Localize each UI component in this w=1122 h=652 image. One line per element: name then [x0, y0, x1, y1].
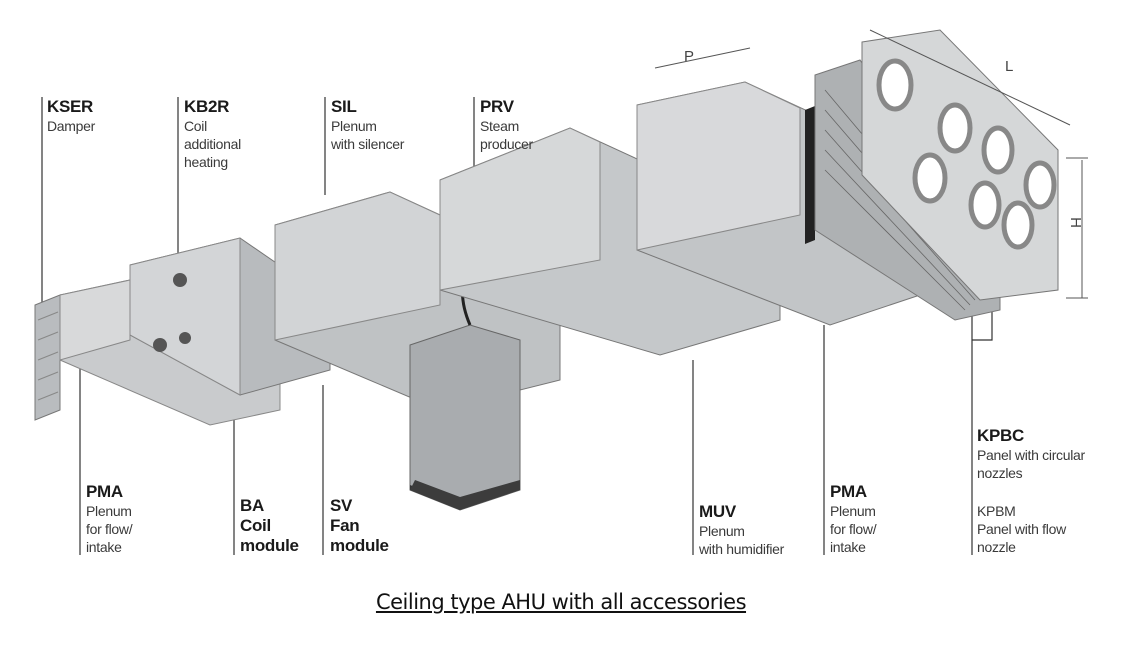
label-text: BA [240, 496, 264, 515]
label-sil: SIL Plenum with silencer [331, 97, 404, 153]
muv-unit [439, 127, 781, 356]
label-text: PRV [480, 97, 514, 116]
label-text: Fan [330, 516, 360, 535]
label-kb2r: KB2R Coil additional heating [184, 97, 241, 171]
label-code: KSER [47, 97, 94, 116]
label-text: with humidifier [699, 541, 784, 557]
label-text: Plenum [86, 503, 132, 519]
label-text: with silencer [331, 136, 405, 152]
label-prv: PRV Steam producer [480, 97, 533, 153]
label-text: MUV [699, 502, 736, 521]
label-pma-left: PMA Plenum for flow/intake [86, 482, 133, 556]
label-text: PMA [830, 482, 867, 501]
label-text: KB2R [184, 97, 230, 116]
label-text: module [330, 536, 389, 555]
label-text: intake [830, 539, 866, 555]
label-text: KPBC [977, 426, 1024, 445]
label-kpbc: KPBC Panel with circular nozzles [977, 426, 1085, 482]
label-text: for flow/ [86, 521, 133, 537]
label-text: intake [86, 539, 122, 555]
label-text: heating [184, 154, 228, 170]
dimension-l: L [1005, 58, 1014, 75]
label-text: Damper [47, 118, 95, 134]
label-text: additional [184, 136, 241, 152]
label-text: producer [480, 136, 533, 152]
label-text: nozzles [977, 465, 1023, 481]
dimension-lines [654, 29, 1088, 299]
label-text: Coil [184, 118, 207, 134]
label-muv: MUV Plenum with humidifier [699, 502, 784, 558]
label-text: Coil [240, 516, 271, 535]
prv-steam-producer [409, 264, 521, 511]
label-pma-right: PMA Plenum for flow/intake [830, 482, 877, 556]
label-text: Panel with circular [977, 447, 1085, 463]
label-text: for flow/ [830, 521, 877, 537]
label-text: PMA [86, 482, 123, 501]
label-text: KPBM [977, 503, 1016, 519]
label-text: Panel with flow [977, 521, 1066, 537]
kser-damper [34, 294, 61, 421]
label-text: Steam [480, 118, 519, 134]
label-text: Plenum [331, 118, 377, 134]
dimension-p: P [684, 48, 695, 65]
dimension-h: H [1066, 217, 1084, 228]
label-text: SIL [331, 97, 357, 116]
label-text: Plenum [699, 523, 745, 539]
figure-caption: Ceiling type AHU with all accessories [375, 590, 747, 614]
label-kpbm: KPBM Panel with flow nozzle [977, 502, 1066, 556]
label-text: nozzle [977, 539, 1016, 555]
kpbc-nozzle-panel [861, 29, 1059, 301]
label-text: Plenum [830, 503, 876, 519]
label-text: module [240, 536, 299, 555]
label-kser: KSER Damper [47, 97, 95, 135]
label-text: SV [330, 496, 353, 515]
